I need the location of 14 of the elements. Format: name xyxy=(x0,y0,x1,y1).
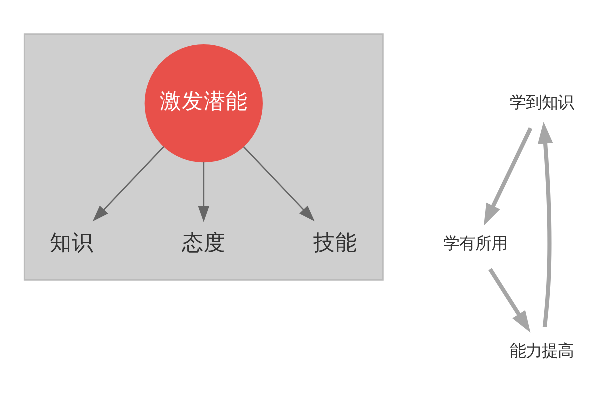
node-circle: 激发潜能 xyxy=(144,44,263,163)
node-text: 学到知识 xyxy=(510,92,574,112)
node-text: 技能 xyxy=(314,230,358,256)
node-text: 学有所用 xyxy=(444,234,508,254)
node-text: 能力提高 xyxy=(510,341,574,360)
arrow xyxy=(243,146,315,222)
arrow xyxy=(538,122,554,328)
cluster xyxy=(24,34,384,281)
node-text: 态度 xyxy=(182,230,226,256)
arrow xyxy=(198,162,210,222)
node-text: 知识 xyxy=(50,230,94,256)
arrow xyxy=(488,268,531,333)
arrow xyxy=(484,128,533,226)
arrow xyxy=(92,146,164,222)
